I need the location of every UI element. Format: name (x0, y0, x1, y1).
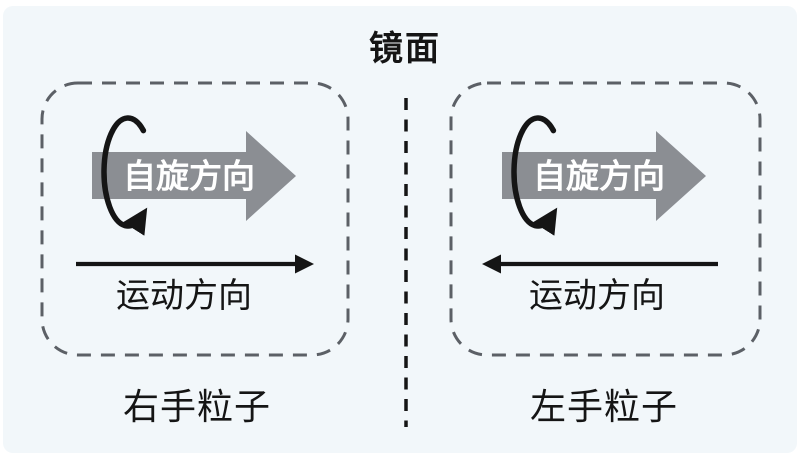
spin-direction-label-right: 自旋方向 (533, 157, 665, 195)
spin-direction-label-left: 自旋方向 (123, 157, 255, 195)
spin-rotation-loop-icon-left (101, 115, 148, 236)
right-handed-particle-box (40, 81, 350, 357)
left-handed-particle-caption: 左手粒子 (529, 386, 679, 427)
left-handed-particle-box (449, 81, 762, 357)
motion-arrow-head-icon-left (295, 254, 314, 274)
right-handed-particle-caption: 右手粒子 (122, 386, 272, 427)
mirror-plane-title: 镜面 (369, 30, 441, 68)
motion-direction-label-left: 运动方向 (116, 277, 252, 315)
motion-direction-label-right: 运动方向 (529, 277, 665, 315)
spin-arrow-icon-left (92, 131, 296, 221)
motion-arrow-head-icon-right (482, 254, 501, 274)
spin-rotation-loop-icon-right (511, 115, 558, 236)
spin-arrow-icon-right (502, 131, 706, 221)
